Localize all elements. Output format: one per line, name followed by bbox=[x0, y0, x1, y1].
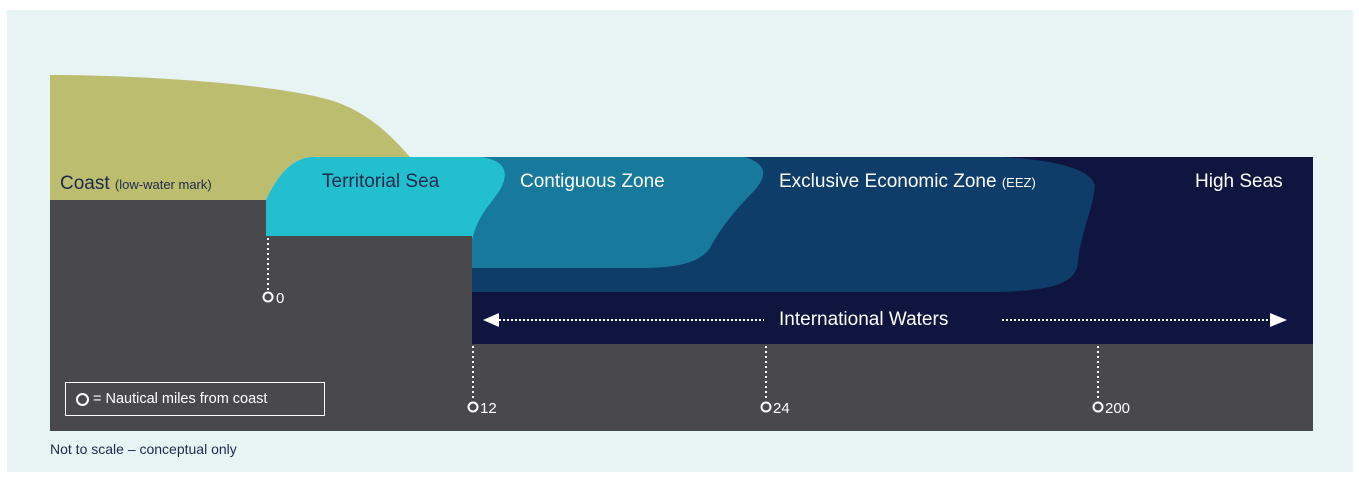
arrow-right-icon bbox=[1270, 313, 1287, 327]
marker-value-200: 200 bbox=[1105, 400, 1131, 417]
arrow-left-icon bbox=[483, 313, 499, 327]
marker-ring-200 bbox=[1092, 401, 1104, 413]
international-waters-arrow bbox=[483, 313, 1287, 327]
legend-text: = Nautical miles from coast bbox=[93, 391, 268, 407]
contiguous-zone-label: Contiguous Zone bbox=[520, 171, 665, 192]
eez-label-text: Exclusive Economic Zone bbox=[779, 171, 997, 192]
marker-ring-24 bbox=[760, 401, 772, 413]
contiguous-zone-shape bbox=[470, 157, 764, 268]
marker-value-12: 12 bbox=[480, 400, 497, 417]
ring-marker-icon bbox=[76, 392, 89, 406]
marker-ring-0 bbox=[262, 291, 274, 303]
eez-label: Exclusive Economic Zone (EEZ) bbox=[779, 172, 1036, 191]
footnote: Not to scale – conceptual only bbox=[50, 441, 237, 457]
coast-label-text: Coast bbox=[60, 173, 110, 194]
coast-land-shape bbox=[50, 75, 410, 200]
coast-label-note: (low-water mark) bbox=[114, 177, 212, 192]
territorial-sea-shape bbox=[266, 157, 505, 240]
marker-value-24: 24 bbox=[773, 400, 790, 417]
territorial-sea-label: Territorial Sea bbox=[322, 171, 440, 192]
seabed-shape bbox=[50, 200, 1313, 431]
marker-ring-12 bbox=[467, 401, 479, 413]
eez-label-note: (EEZ) bbox=[1001, 175, 1036, 190]
coast-label: Coast (low-water mark) bbox=[60, 174, 212, 193]
legend-box: = Nautical miles from coast bbox=[65, 382, 325, 416]
marker-value-0: 0 bbox=[276, 290, 285, 307]
high-seas-label: High Seas bbox=[1195, 171, 1283, 192]
marker-lines bbox=[267, 238, 1099, 401]
international-waters-label: International Waters bbox=[779, 309, 949, 330]
